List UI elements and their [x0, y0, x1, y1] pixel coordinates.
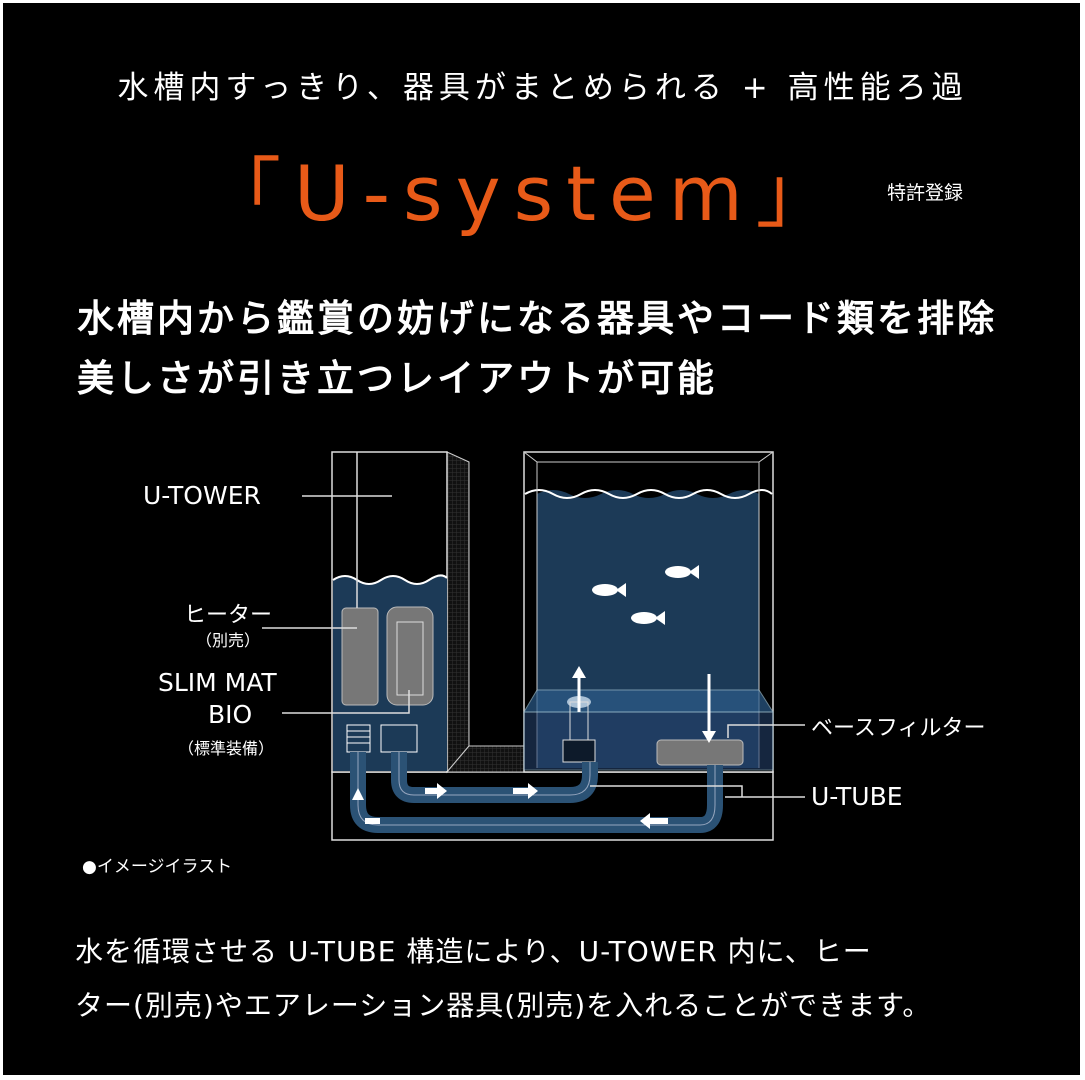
label-heater-note: （別売） — [196, 631, 261, 650]
body-line-2: ター(別売)やエアレーション器具(別売)を入れることができます。 — [75, 989, 932, 1022]
base-filter — [656, 739, 744, 766]
patent-label: 特許登録 — [887, 182, 964, 204]
heater — [341, 607, 379, 706]
illustration-note: ●イメージイラスト — [82, 857, 233, 877]
tagline: 水槽内すっきり、器具がまとめられる + 高性能ろ過 — [117, 70, 968, 106]
tower-side — [446, 451, 470, 774]
body-line-1: 水を循環させる U-TUBE 構造により、U-TOWER 内に、ヒー — [75, 935, 872, 968]
slim-mat-bio — [386, 606, 434, 706]
flow-arrow-icon — [352, 783, 668, 829]
label-base-filter: ベースフィルター — [811, 716, 986, 741]
label-slim-mat-bio: BIO — [208, 700, 253, 729]
tank-water-surface — [524, 489, 773, 499]
label-slim-mat: SLIM MAT — [158, 668, 277, 697]
lead-line-2: 美しさが引き立つレイアウトが可能 — [77, 357, 717, 400]
pump-box — [562, 739, 596, 763]
label-u-tube: U-TUBE — [811, 782, 903, 811]
brand-title: 「U-system」 — [205, 149, 845, 238]
tower-water-surface — [332, 574, 448, 585]
slim-mat-inner — [396, 621, 424, 696]
lead-line-1: 水槽内から鑑賞の妨げになる器具やコード類を排除 — [77, 297, 997, 340]
fish-icon — [592, 565, 699, 625]
label-heater: ヒーター — [184, 603, 273, 628]
leader-lines — [262, 452, 805, 798]
label-slim-mat-note: （標準装備） — [178, 739, 275, 758]
label-u-tower: U-TOWER — [143, 481, 261, 510]
substrate-top — [523, 689, 774, 713]
